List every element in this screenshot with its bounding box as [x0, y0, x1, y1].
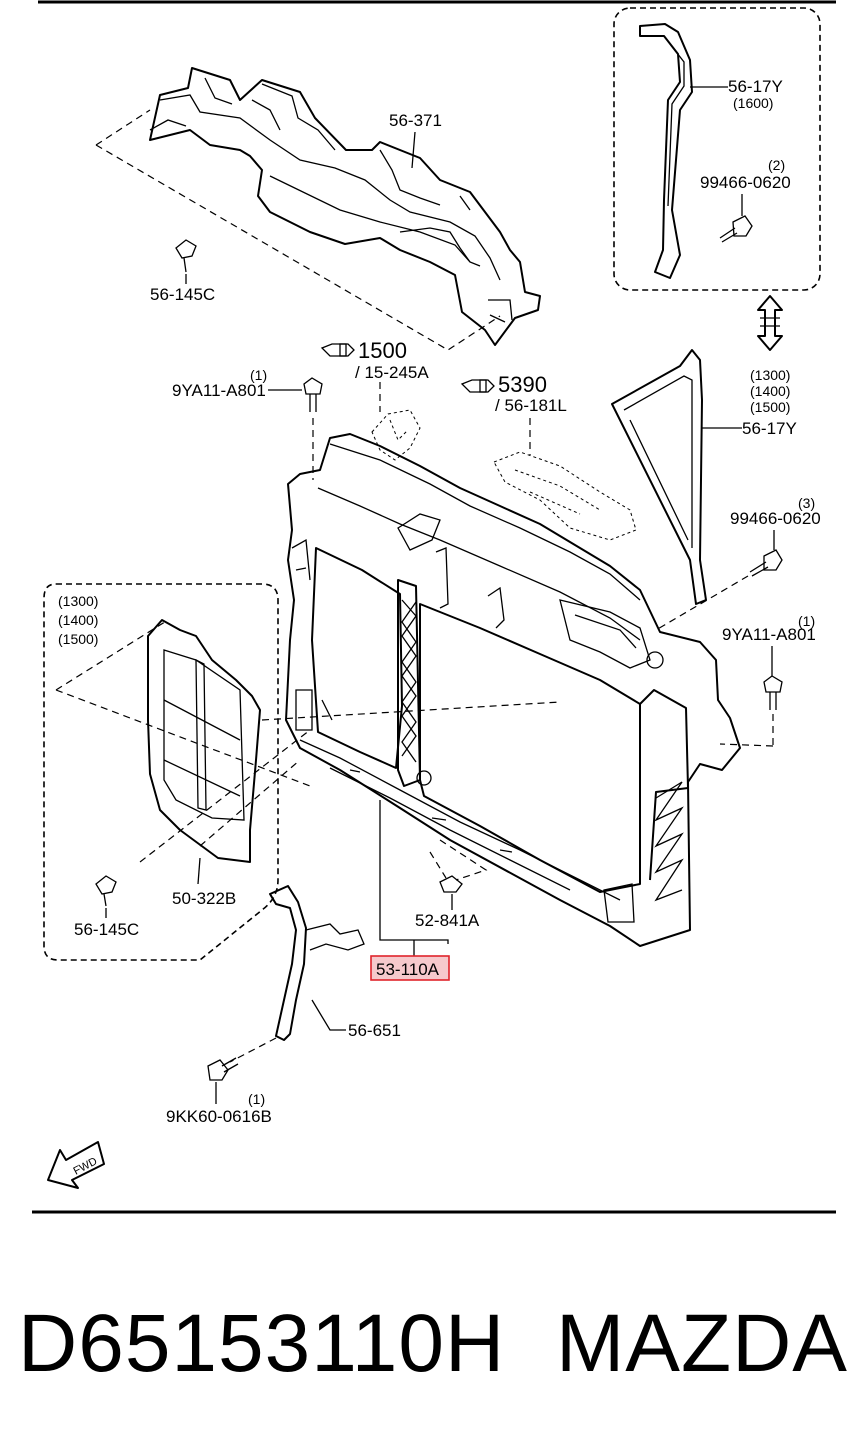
label-v1500-r: (1500): [750, 399, 790, 415]
qty-99466-top: (2): [768, 157, 785, 173]
qty-9ya11-top: (1): [250, 367, 267, 383]
bolt-icon: [207, 1057, 239, 1081]
part-number: D65153110H: [18, 1298, 506, 1389]
qty-9kk60: (1): [248, 1091, 265, 1107]
side-brace-56-17y: [611, 349, 707, 605]
camera-ref-icon: [460, 379, 495, 393]
variant-box-1600: [613, 7, 821, 291]
label-v1300-r: (1300): [750, 367, 790, 383]
label-9kk60: 9KK60-0616B: [166, 1107, 272, 1126]
ref-1500: 1500: [358, 338, 407, 363]
label-56-145c-top: 56-145C: [150, 285, 215, 304]
ref-15-245a: / 15-245A: [355, 363, 429, 382]
ghost-part-56-181l: [493, 451, 637, 541]
label-v1400-l: (1400): [58, 612, 98, 628]
qty-9ya11-right: (1): [798, 613, 815, 629]
label-53-110a: 53-110A: [376, 960, 440, 979]
label-56-145c-bot: 56-145C: [74, 920, 139, 939]
bolt-icon: [303, 377, 323, 412]
label-v1500-l: (1500): [58, 631, 98, 647]
bolt-icon: [719, 215, 753, 243]
ref-56-181l: / 56-181L: [495, 396, 567, 415]
label-v1400-r: (1400): [750, 383, 790, 399]
bolt-icon: [763, 675, 783, 710]
label-v1300-l: (1300): [58, 593, 98, 609]
camera-ref-icon: [320, 343, 355, 357]
footer: D65153110H MAZDA: [0, 1296, 864, 1406]
clip-icon: [175, 239, 197, 273]
label-56-651: 56-651: [348, 1021, 401, 1040]
parts-diagram: 56-371 56-145C 56-17Y (1600) (2) 99466-0…: [32, 0, 836, 1214]
label-99466-top: 99466-0620: [700, 173, 791, 192]
clip-icon: [95, 875, 117, 907]
label-52-841a: 52-841A: [415, 911, 480, 930]
fwd-arrow-icon: FWD: [47, 1141, 105, 1189]
label-9ya11-right: 9YA11-A801: [722, 625, 816, 644]
variant-box-left: [43, 583, 279, 961]
radiator-support-53-110a: [285, 433, 741, 947]
brand-name: MAZDA: [556, 1298, 848, 1389]
highlighted-part-box: [370, 955, 450, 981]
bracket-56-651: [269, 885, 365, 1041]
ghost-part-15-245a: [371, 409, 421, 461]
label-9ya11-top: 9YA11-A801: [172, 381, 266, 400]
ref-5390: 5390: [498, 372, 547, 397]
label-v1600: (1600): [733, 95, 773, 111]
label-99466-mid: 99466-0620: [730, 509, 821, 528]
label-56-17y-1600: 56-17Y: [728, 77, 783, 96]
bolt-icon: [749, 549, 783, 577]
nut-clip-icon: [439, 875, 463, 893]
label-56-17y-main: 56-17Y: [742, 419, 797, 438]
upper-cover-56-371: [95, 67, 541, 351]
air-guide-50-322b: [147, 619, 261, 863]
double-arrow-icon: [757, 295, 783, 351]
qty-99466-mid: (3): [798, 495, 815, 511]
label-56-371: 56-371: [389, 111, 442, 130]
label-50-322b: 50-322B: [172, 889, 236, 908]
